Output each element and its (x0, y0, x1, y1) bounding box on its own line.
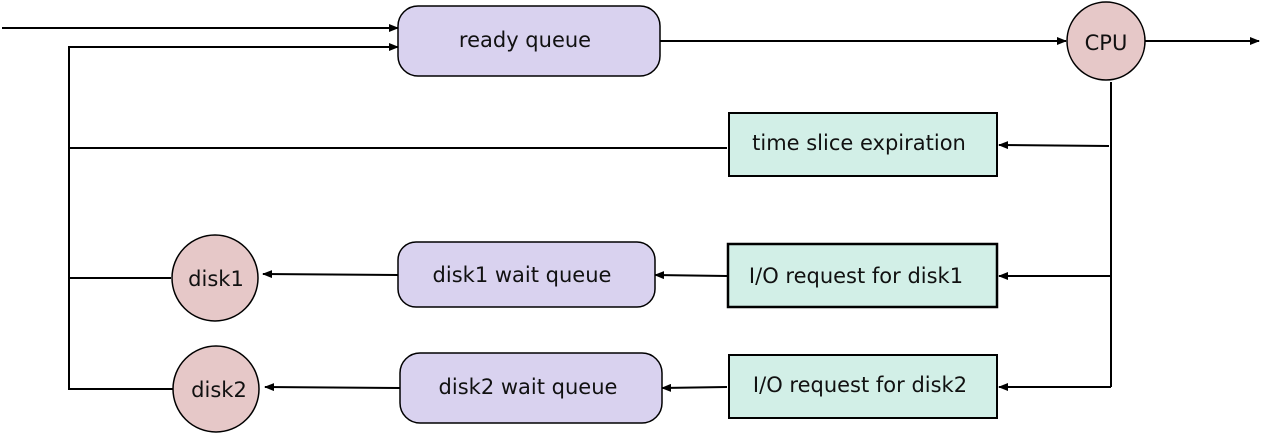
cpu-label: CPU (1085, 31, 1128, 55)
queue-to-disk1-arrow (262, 270, 399, 279)
disk2-wait-queue-node: disk2 wait queue (399, 352, 663, 424)
io-disk1-to-queue-arrow (654, 271, 728, 280)
io-request-disk2-label: I/O request for disk2 (753, 373, 967, 397)
io-request-disk2-node: I/O request for disk2 (728, 354, 998, 419)
queue-to-disk2-arrow (264, 383, 401, 392)
ready-queue-node: ready queue (397, 5, 661, 77)
io-request-disk1-node: I/O request for disk1 (726, 242, 999, 309)
disk1-label: disk1 (188, 267, 244, 291)
io-request-disk1-label: I/O request for disk1 (749, 264, 963, 288)
ready-queue-label: ready queue (459, 28, 591, 52)
cpu-node: CPU (1066, 1, 1146, 81)
disk1-wait-queue-label: disk1 wait queue (433, 263, 612, 287)
disk2-node: disk2 (172, 345, 260, 433)
disk2-wait-queue-label: disk2 wait queue (439, 375, 618, 399)
time-slice-expiration-node: time slice expiration (728, 112, 998, 177)
io-disk2-to-queue-arrow (661, 383, 728, 392)
disk2-label: disk2 (191, 378, 247, 402)
disk1-wait-queue-node: disk1 wait queue (397, 241, 656, 308)
cpu-to-time-slice-arrow (998, 141, 1110, 150)
disk1-node: disk1 (171, 234, 259, 322)
return-to-ready-queue-arrow (68, 43, 399, 390)
time-slice-expiration-label: time slice expiration (752, 131, 966, 155)
